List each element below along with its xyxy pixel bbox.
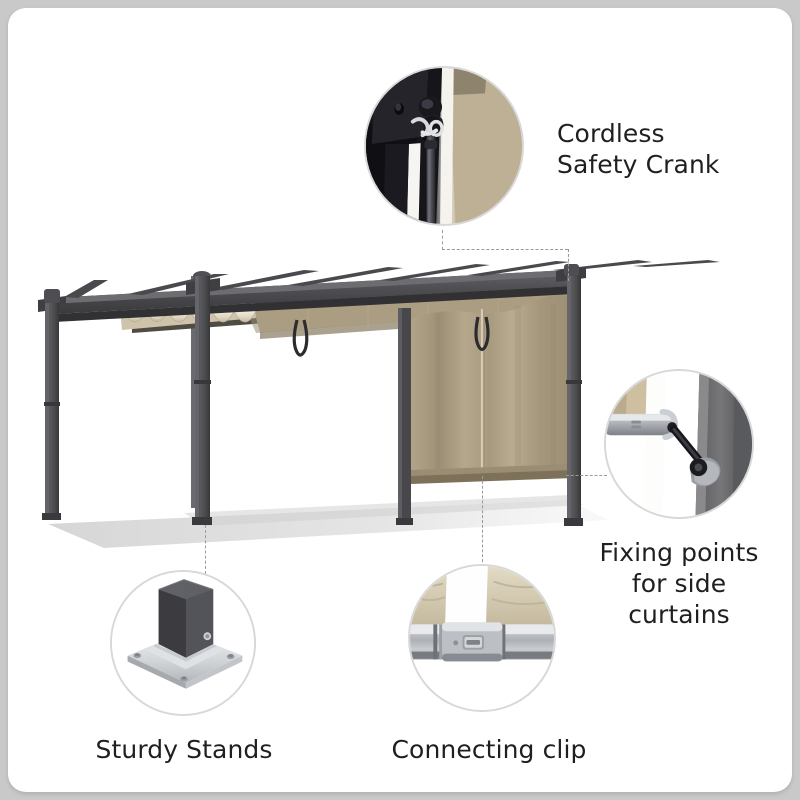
ground-shadow — [48, 495, 608, 548]
front-beam — [48, 270, 574, 322]
center-front-post — [186, 271, 220, 525]
post-base-plate-closeup — [112, 572, 254, 714]
callout-circle-cordless-safety-crank[interactable] — [364, 66, 524, 226]
callout-label-fixing-points: Fixing points for side curtains — [599, 538, 759, 629]
callout-label-connecting-clip: Connecting clip — [391, 735, 587, 764]
connector-segment — [442, 249, 568, 250]
side-curtain — [411, 295, 574, 484]
connector-segment — [482, 476, 483, 567]
callout-circle-fixing-points[interactable] — [604, 369, 754, 519]
connector-segment — [566, 475, 607, 476]
connector-segment — [568, 249, 569, 281]
callout-circle-connecting-clip[interactable] — [408, 564, 556, 712]
mid-rear-post — [396, 308, 413, 525]
callout-label-cordless-safety-crank: Cordless Safety Crank — [557, 119, 720, 179]
connector-segment — [442, 230, 443, 250]
curtain-straps — [292, 316, 490, 357]
crank-mechanism-closeup — [366, 68, 522, 224]
curtain-fixing-bracket-closeup — [606, 371, 752, 517]
right-front-post — [556, 264, 586, 526]
pergola-product-render — [38, 260, 720, 548]
connector-segment — [205, 525, 206, 574]
callout-label-sturdy-stands: Sturdy Stands — [95, 735, 273, 764]
callout-circle-sturdy-stands[interactable] — [110, 570, 256, 716]
infographic-card: Cordless Safety Crank — [8, 8, 792, 792]
left-front-post — [38, 289, 66, 520]
rail-connecting-clip-closeup — [410, 566, 554, 710]
